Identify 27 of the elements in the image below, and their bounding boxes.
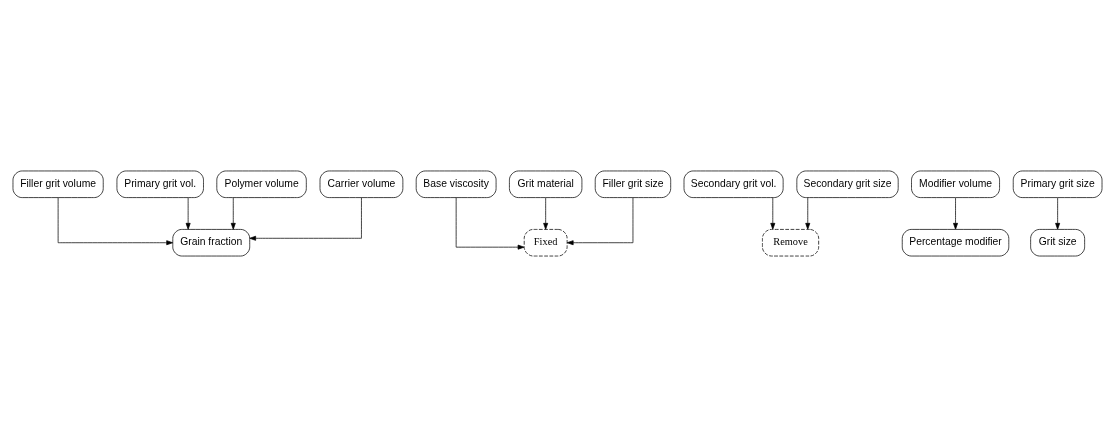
node-box: Primary grit vol.	[116, 170, 204, 198]
arrow	[953, 197, 958, 230]
node-box: Carrier volume	[319, 170, 404, 198]
node-box: Base viscosity	[415, 170, 497, 198]
arrow	[455, 197, 525, 250]
arrow	[566, 197, 634, 246]
node-box: Filler grit size	[594, 170, 672, 198]
node-box: Grit size	[1030, 229, 1085, 257]
arrow	[57, 197, 173, 246]
node-box: Primary grit size	[1012, 170, 1103, 198]
arrow	[1055, 197, 1061, 230]
node-box: Fixed	[523, 229, 568, 257]
node-box: Grit material	[509, 170, 583, 198]
arrow	[770, 197, 776, 230]
arrow	[185, 197, 191, 230]
node-box: Remove	[762, 229, 820, 257]
node-box: Modifier volume	[911, 170, 1000, 198]
arrow	[805, 197, 811, 230]
arrow	[249, 197, 362, 241]
node-box: Polymer volume	[216, 170, 307, 198]
node-box: Percentage modifier	[901, 229, 1010, 257]
arrow	[543, 197, 549, 230]
node-box: Secondary grit size	[796, 170, 899, 198]
arrow	[230, 197, 236, 230]
node-box: Secondary grit vol.	[683, 170, 784, 198]
node-box: Grain fraction	[172, 229, 251, 257]
node-box: Filler grit volume	[12, 170, 104, 198]
